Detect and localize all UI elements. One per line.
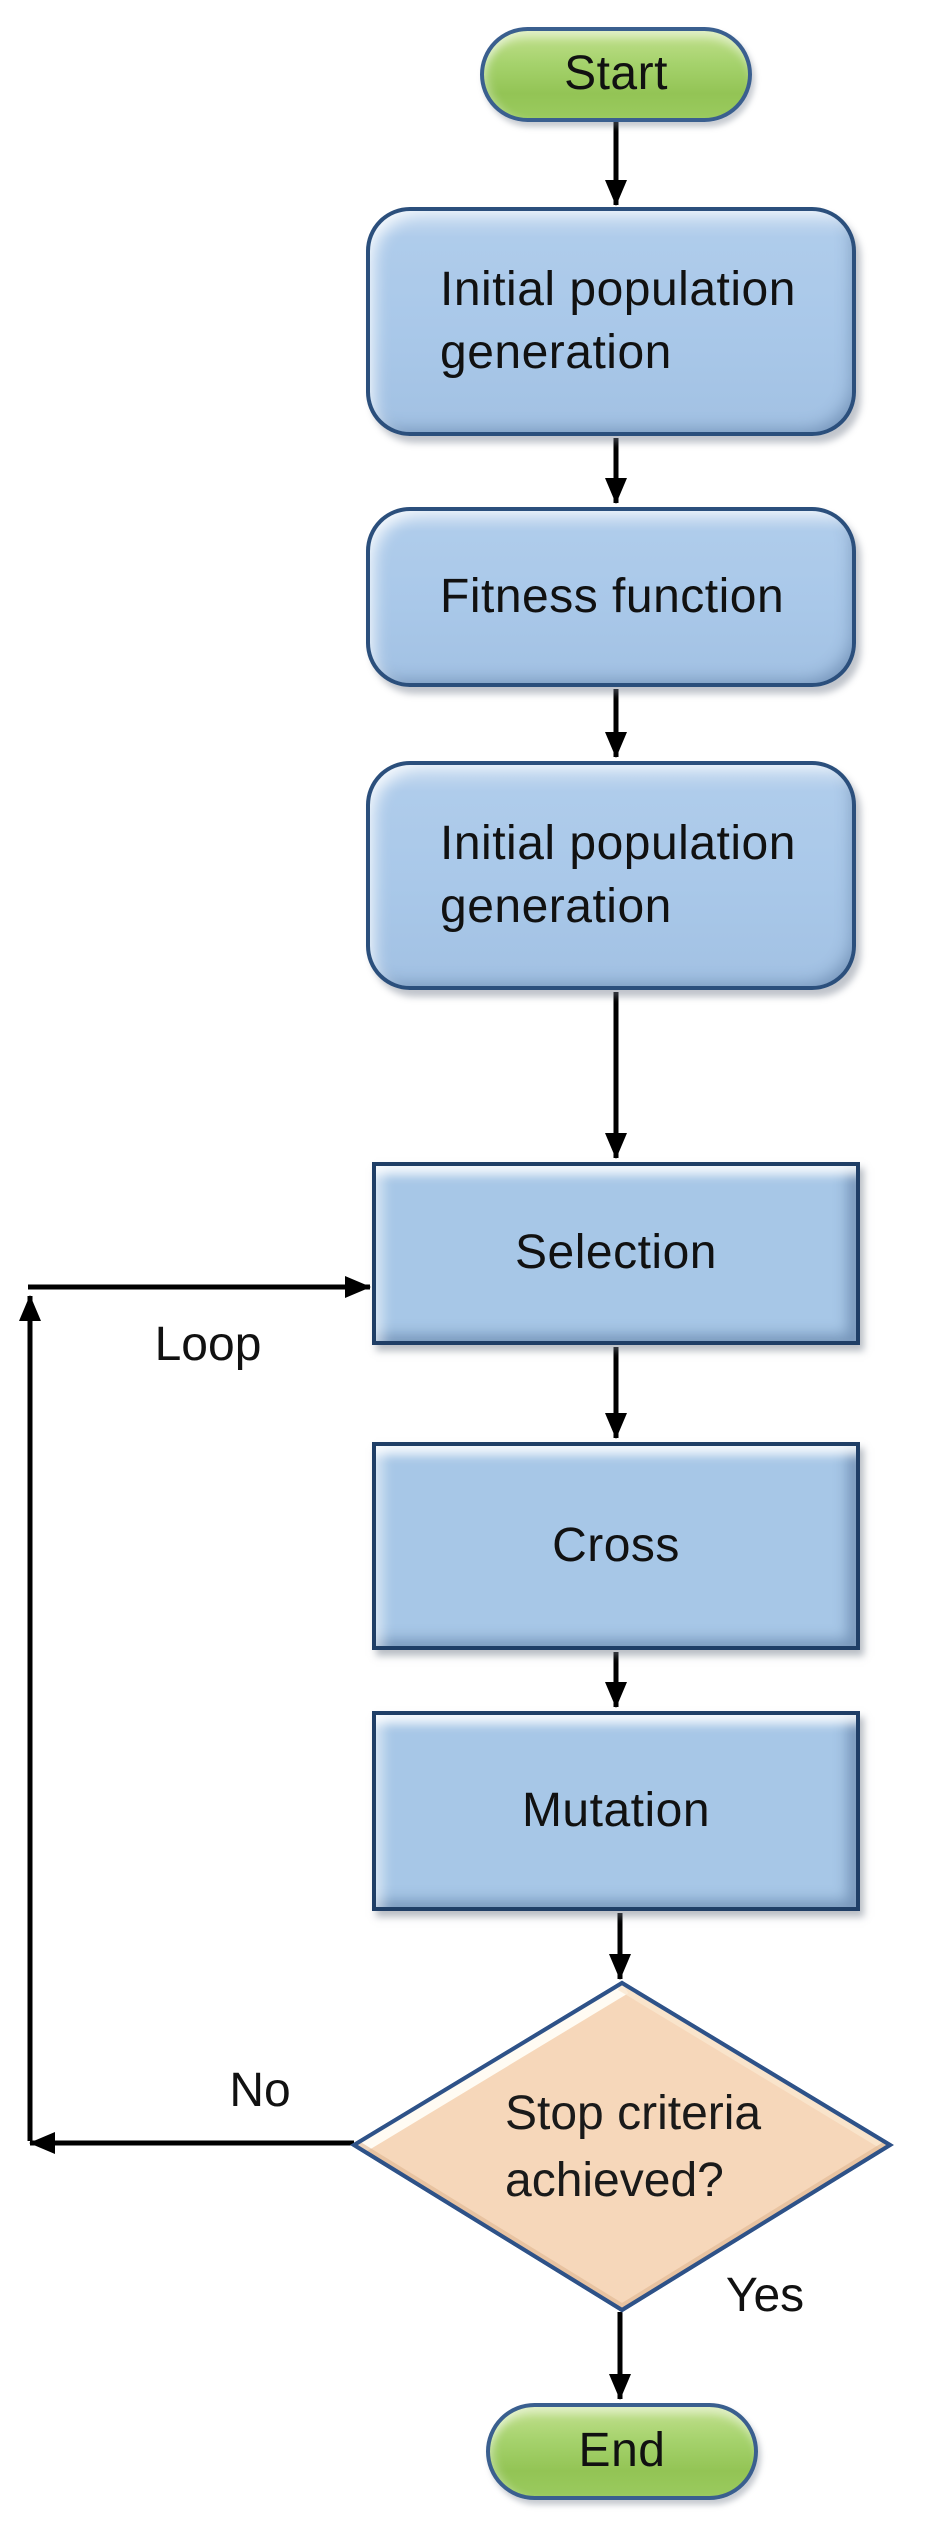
node-initial-population-2: Initial population generation bbox=[366, 761, 856, 990]
node-mutation-label: Mutation bbox=[521, 1783, 711, 1837]
edge-label-yes: Yes bbox=[700, 2265, 830, 2325]
decision-label: Stop criteria achieved? bbox=[505, 2045, 815, 2250]
node-fitness-function: Fitness function bbox=[366, 507, 856, 687]
edge-label-no: No bbox=[200, 2062, 320, 2118]
node-selection: Selection bbox=[372, 1162, 860, 1345]
edge-label-loop: Loop bbox=[128, 1316, 288, 1372]
node-initial-population-1: Initial population generation bbox=[366, 207, 856, 436]
node-initial-population-2-label: Initial population generation bbox=[440, 817, 796, 933]
edge-label-loop-text: Loop bbox=[154, 1317, 262, 1371]
node-mutation: Mutation bbox=[372, 1711, 860, 1911]
decision-label-text: Stop criteria achieved? bbox=[505, 2087, 762, 2207]
edge-label-no-text: No bbox=[229, 2063, 291, 2117]
node-selection-label: Selection bbox=[515, 1226, 717, 1280]
node-cross: Cross bbox=[372, 1442, 860, 1650]
node-end-label: End bbox=[578, 2424, 666, 2478]
node-start-label: Start bbox=[564, 47, 668, 101]
edge-label-yes-text: Yes bbox=[725, 2268, 805, 2322]
node-end: End bbox=[486, 2403, 758, 2500]
node-cross-label: Cross bbox=[552, 1518, 680, 1572]
decision-diamond-outline bbox=[350, 1980, 894, 2313]
node-start: Start bbox=[480, 27, 752, 122]
node-fitness-function-label: Fitness function bbox=[440, 569, 785, 623]
node-initial-population-1-label: Initial population generation bbox=[440, 263, 796, 379]
